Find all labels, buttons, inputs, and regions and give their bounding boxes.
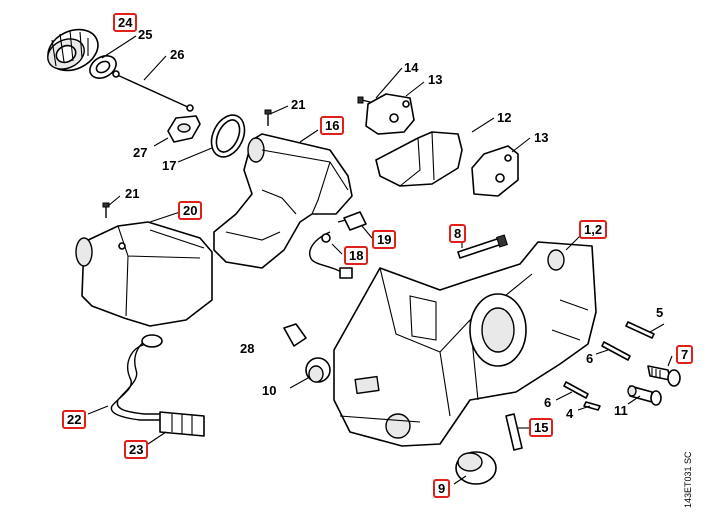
- leader-lines: [87, 35, 673, 485]
- callout-19: 19: [372, 230, 397, 249]
- callout-21-upper: 21: [291, 97, 306, 112]
- callout-9: 9: [433, 479, 451, 498]
- callout-27: 27: [133, 145, 148, 160]
- callout-28: 28: [240, 341, 255, 356]
- callout-13-lower: 13: [534, 130, 549, 145]
- callout-22: 22: [62, 410, 87, 429]
- part-26-rod: [112, 70, 194, 112]
- part-12-shield: [375, 131, 463, 187]
- callout-7: 7: [676, 345, 694, 364]
- callout-23: 23: [124, 440, 149, 459]
- drawing-code: 143ET031 SC: [683, 451, 693, 508]
- callout-14: 14: [404, 60, 419, 75]
- callout-8: 8: [449, 224, 467, 243]
- callout-13-upper: 13: [428, 72, 443, 87]
- callout-5: 5: [656, 305, 664, 320]
- part-19-spark-plug: [337, 211, 367, 231]
- callout-11: 11: [614, 403, 628, 418]
- callout-10: 10: [262, 383, 277, 398]
- part-24-cap: [47, 28, 99, 72]
- callout-16: 16: [320, 116, 345, 135]
- callout-15: 15: [529, 418, 554, 437]
- part-22-fuel-line: [110, 334, 163, 421]
- part-15-sleeve: [505, 413, 523, 451]
- part-18-wire: [309, 231, 353, 279]
- callout-24: 24: [113, 13, 138, 32]
- part-1-2-crankcase: [333, 241, 597, 447]
- part-23-fuel-filter: [159, 411, 205, 437]
- part-28-grommet: [283, 323, 307, 347]
- callout-6-upper: 6: [586, 351, 594, 366]
- part-13-shield-b: [471, 145, 519, 197]
- part-21-screw-a: [264, 109, 272, 126]
- part-27-clip: [167, 115, 201, 143]
- callout-25: 25: [138, 27, 153, 42]
- callout-4: 4: [566, 406, 574, 421]
- part-8-bolt: [457, 234, 508, 259]
- callout-6-lower: 6: [544, 395, 552, 410]
- callout-26: 26: [170, 47, 185, 62]
- part-5-pin: [625, 321, 655, 339]
- part-11-buffer: [627, 385, 662, 406]
- part-17-ring: [210, 114, 246, 158]
- callout-18: 18: [344, 246, 369, 265]
- part-10-plug: [305, 357, 331, 383]
- part-6-pin-b: [563, 381, 589, 399]
- callout-1-2: 1,2: [579, 220, 608, 239]
- callout-17: 17: [162, 158, 177, 173]
- callout-21-lower: 21: [125, 186, 140, 201]
- callout-20: 20: [178, 201, 203, 220]
- part-13-shield-a: [365, 93, 415, 135]
- part-25-washer: [89, 55, 117, 79]
- callout-12: 12: [497, 110, 512, 125]
- part-6-pin-a: [601, 341, 631, 361]
- part-4-pin: [583, 401, 601, 411]
- part-16-handle-housing: [213, 133, 353, 269]
- part-7-stud: [647, 365, 681, 387]
- part-20-filter-housing: [75, 221, 213, 327]
